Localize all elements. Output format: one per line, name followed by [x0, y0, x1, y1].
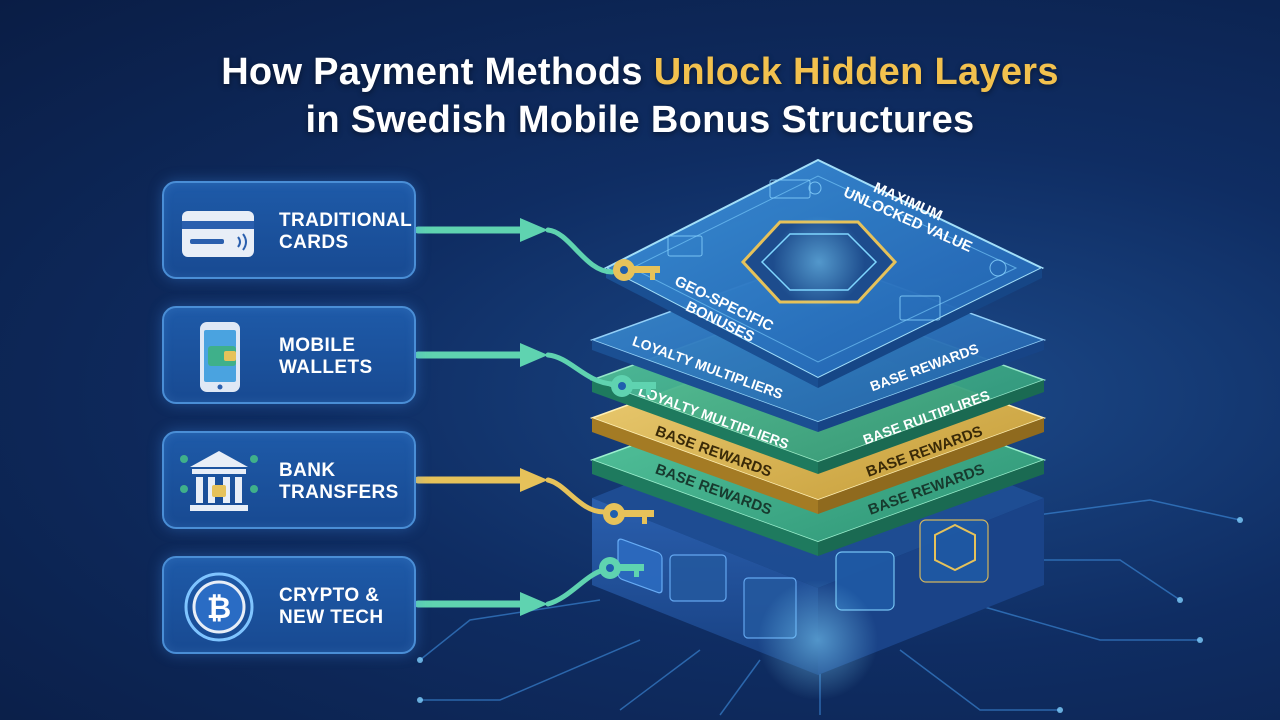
arrow-head-1: [520, 218, 548, 242]
credit-card-icon: [182, 211, 254, 257]
key-icon-3: [603, 503, 654, 525]
circuit-nodes: [417, 517, 1243, 713]
key-icon-1: [613, 259, 660, 281]
method-label-crypto: Crypto & New Tech: [279, 585, 384, 628]
title-highlight: Unlock Hidden Layers: [653, 51, 1059, 93]
title-line-1: How Payment Methods Unlock Hidden Layers: [221, 51, 1059, 93]
arrow-head-2: [520, 343, 548, 367]
key-icon-4: [599, 557, 644, 579]
bank-icon: [180, 451, 258, 511]
key-icon-2: [611, 375, 656, 397]
mobile-wallet-icon: [200, 322, 240, 392]
method-label-mobile-wallets: Mobile Wallets: [279, 335, 373, 378]
page-title: How Payment Methods Unlock Hidden Layers…: [0, 48, 1280, 144]
svg-text:₿: ₿: [207, 591, 231, 626]
arrow-head-4: [520, 592, 548, 616]
arrow-head-3: [520, 468, 548, 492]
title-line-2: in Swedish Mobile Bonus Structures: [305, 99, 975, 141]
method-card-mobile-wallets: Mobile Wallets: [162, 306, 416, 404]
top-ui-panels: [667, 179, 1007, 321]
layer-top: Maximum Unlocked Value Geo-Specific Bonu…: [603, 158, 1045, 388]
method-card-crypto: ₿ Crypto & New Tech: [162, 556, 416, 654]
connector-arrows: [414, 218, 615, 616]
hexagon-core: [740, 216, 898, 308]
method-card-bank-transfers: Bank Transfers: [162, 431, 416, 529]
method-label-bank-transfers: Bank Transfers: [279, 460, 399, 503]
method-card-traditional-cards: Traditional Cards: [162, 181, 416, 279]
method-label-traditional-cards: Traditional Cards: [279, 210, 413, 253]
bitcoin-icon: ₿: [184, 572, 254, 642]
